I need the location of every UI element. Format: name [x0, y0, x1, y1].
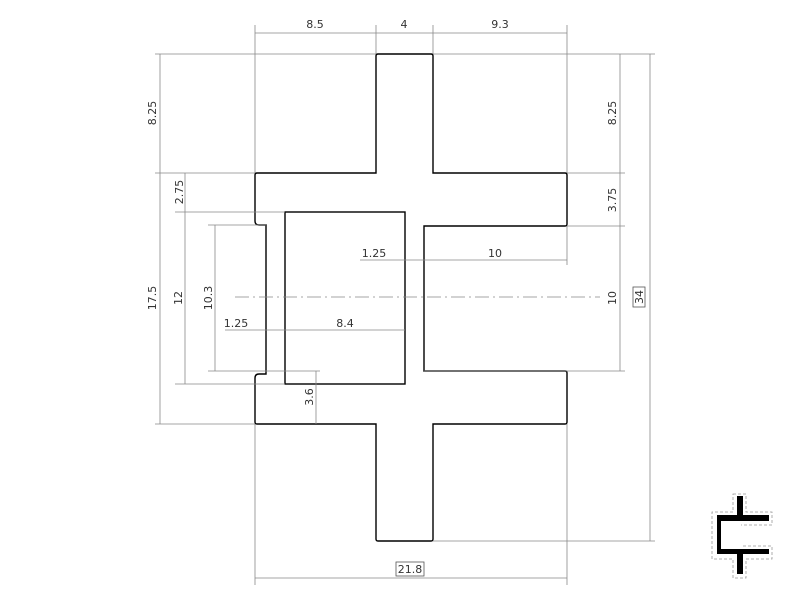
dim-stem-width: 4 [401, 18, 408, 31]
profile-outline [254, 53, 568, 542]
dim-top-right-height: 8.25 [606, 101, 619, 126]
dim-overall-width: 21.8 [398, 563, 423, 576]
profile-thumbnail [711, 493, 773, 579]
dim-inner-height: 12 [172, 291, 185, 305]
dim-right-slot-width: 10 [488, 247, 502, 260]
dim-top-left-height: 8.25 [146, 101, 159, 126]
dim-right-arm-thickness: 3.75 [606, 188, 619, 213]
dimension-lines [159, 32, 651, 579]
dim-bottom-offset: 3.6 [303, 388, 316, 406]
dim-left-arm-offset: 2.75 [173, 180, 186, 205]
dim-top-right-width: 9.3 [491, 18, 509, 31]
dimension-labels: 8.5 4 9.3 8.25 8.25 2.75 3.75 17.5 12 10… [146, 18, 646, 577]
dim-inner-width: 8.4 [336, 317, 354, 330]
dim-groove-height: 10.3 [202, 286, 215, 311]
dim-right-slot-height: 10 [606, 291, 619, 305]
dim-left-wall: 1.25 [224, 317, 249, 330]
dim-left-total-height: 17.5 [146, 286, 159, 311]
extension-lines [155, 25, 655, 585]
dim-right-wall: 1.25 [362, 247, 387, 260]
dim-top-left-width: 8.5 [306, 18, 324, 31]
dim-overall-height: 34 [633, 290, 646, 304]
inner-cavity [284, 211, 406, 385]
